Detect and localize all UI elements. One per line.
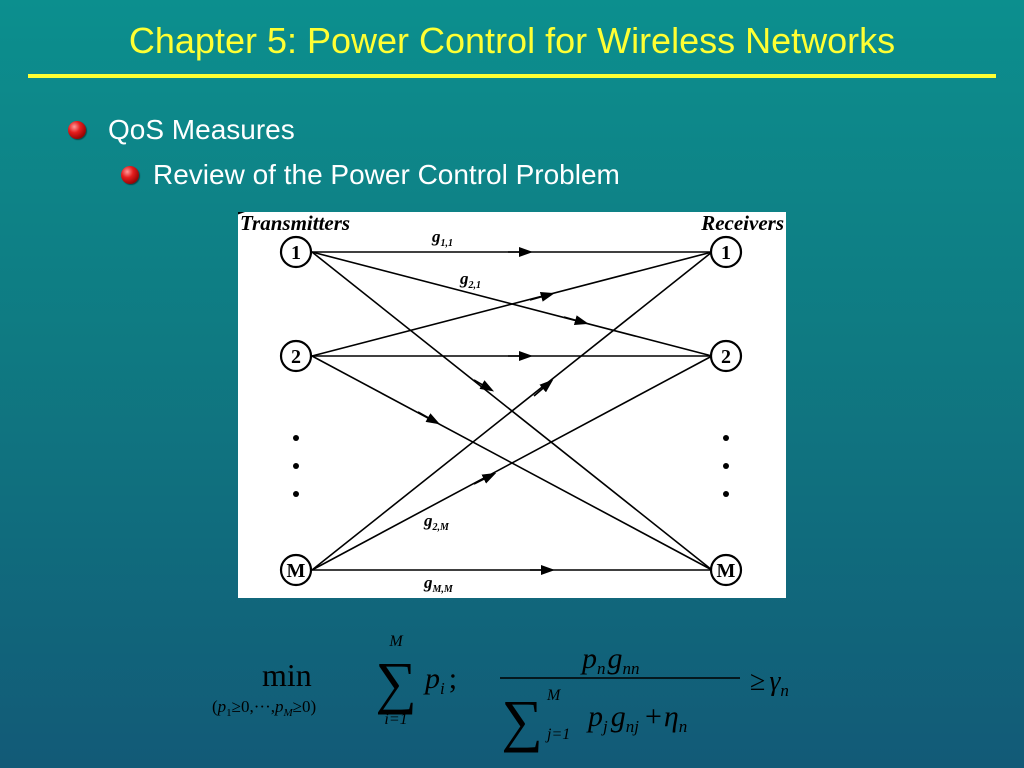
tx-node-m-label: M bbox=[287, 560, 306, 582]
sum-lower-limit: i=1 bbox=[384, 711, 407, 728]
receiver-nodes: 1 2 M bbox=[709, 235, 743, 587]
gain-label-g21: g2,1 bbox=[459, 269, 481, 291]
rx-node-m-label: M bbox=[717, 560, 736, 582]
fraction-numerator: pngnn bbox=[580, 642, 640, 678]
sum-upper-limit: M bbox=[388, 633, 404, 650]
bullet-text: Review of the Power Control Problem bbox=[153, 159, 620, 190]
tx-node-1-label: 1 bbox=[291, 242, 301, 264]
sum-sigma: ∑ bbox=[375, 650, 416, 715]
rx-node-1-label: 1 bbox=[721, 242, 731, 264]
tx-node-2 bbox=[279, 339, 313, 373]
den-upper-limit: M bbox=[546, 687, 562, 704]
formula-min: min bbox=[262, 657, 312, 693]
transmitter-receiver-diagram: Transmitters Receivers bbox=[238, 212, 786, 598]
gain-label-g2m: g2,M bbox=[423, 511, 450, 533]
formula-svg: min (p1≥0,···,pM≥0) M ∑ i=1 pi; pngnn ∑ … bbox=[212, 633, 789, 753]
slide-title: Chapter 5: Power Control for Wireless Ne… bbox=[128, 20, 896, 61]
rx-node-2-label: 2 bbox=[721, 346, 731, 368]
power-control-formula: min (p1≥0,···,pM≥0) M ∑ i=1 pi; pngnn ∑ … bbox=[200, 622, 840, 762]
formula-min-constraint: (p1≥0,···,pM≥0) bbox=[212, 697, 316, 719]
ellipsis-dots bbox=[293, 435, 729, 497]
transmitters-label: Transmitters bbox=[240, 212, 350, 235]
transmitter-nodes: 1 2 M bbox=[279, 235, 313, 587]
rx-node-2 bbox=[709, 339, 743, 373]
bullet-icon bbox=[68, 121, 86, 139]
tx-node-1 bbox=[279, 235, 313, 269]
bullet-qos-measures: QoS Measures bbox=[68, 112, 295, 148]
den-lower-limit: j=1 bbox=[545, 726, 570, 743]
title-underline bbox=[28, 74, 996, 78]
formula-inequality: ≥γn bbox=[750, 666, 789, 700]
bullet-review-power-control: Review of the Power Control Problem bbox=[121, 157, 620, 193]
receivers-label: Receivers bbox=[700, 212, 784, 235]
tx-node-2-label: 2 bbox=[291, 346, 301, 368]
bullet-icon bbox=[121, 166, 139, 184]
sum-term: pi; bbox=[423, 662, 457, 698]
diagram-svg: Transmitters Receivers bbox=[240, 212, 784, 595]
tx-node-m bbox=[279, 553, 313, 587]
gain-label-g11: g1,1 bbox=[431, 227, 453, 249]
link-arrowheads bbox=[417, 247, 589, 575]
gain-label-gmm: gM,M bbox=[423, 573, 454, 595]
link-lines bbox=[311, 251, 713, 571]
den-sigma: ∑ bbox=[501, 688, 542, 753]
rx-node-1 bbox=[709, 235, 743, 269]
rx-node-m bbox=[709, 553, 743, 587]
bullet-text: QoS Measures bbox=[108, 114, 295, 145]
